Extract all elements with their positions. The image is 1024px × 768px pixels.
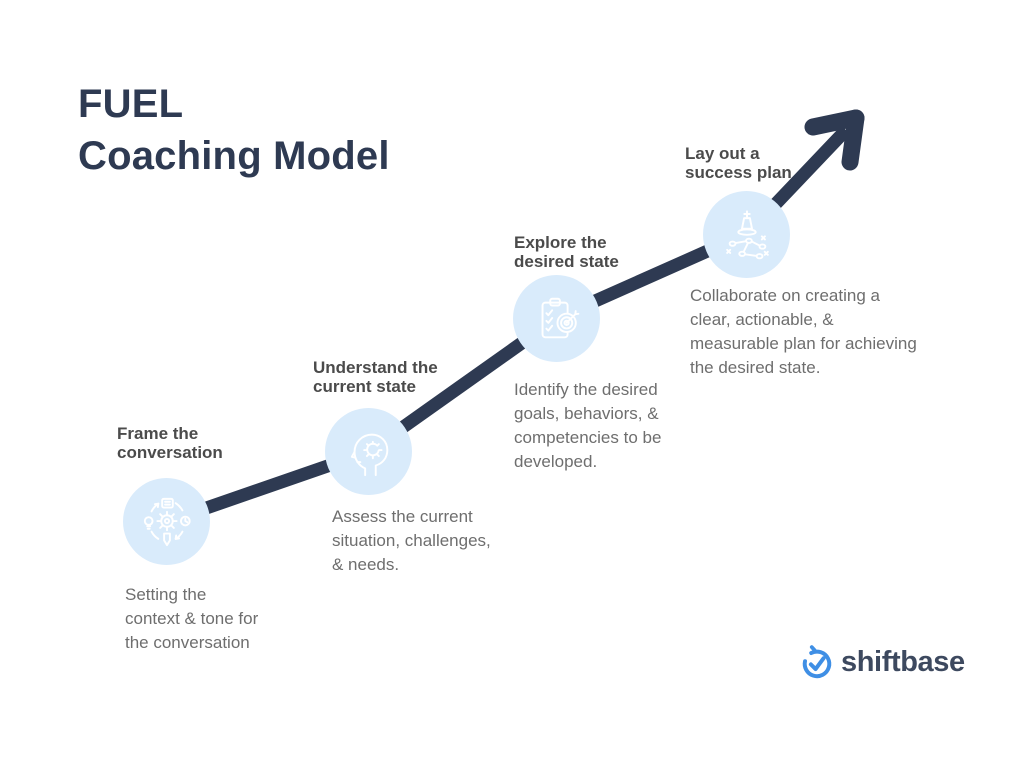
shiftbase-check-icon — [802, 645, 832, 679]
step-title: Understand the current state — [313, 358, 438, 396]
step-circle — [513, 275, 600, 362]
step-description: Collaborate on creating a clear, actiona… — [690, 286, 917, 377]
step-title: Lay out a success plan — [685, 144, 792, 182]
step-title: Frame the conversation — [117, 424, 223, 462]
step-description: Setting the context & tone for the conve… — [125, 585, 259, 652]
shiftbase-logo-text: shiftbase — [841, 645, 965, 678]
step-description: Identify the desired goals, behaviors, &… — [514, 380, 662, 471]
process-gear-icon — [143, 497, 191, 546]
step-title: Explore the desired state — [514, 233, 619, 271]
step-circle — [325, 408, 412, 495]
step-circle — [703, 191, 790, 278]
arrowhead-bottom-bar — [841, 109, 865, 171]
shiftbase-logo: shiftbase — [800, 644, 965, 680]
step-description: Assess the current situation, challenges… — [332, 507, 491, 574]
head-gear-icon — [350, 433, 388, 476]
step-circle — [123, 478, 210, 565]
strategy-chess-icon — [725, 209, 769, 259]
clipboard-target-icon — [541, 297, 579, 338]
page-title: FUEL Coaching Model — [78, 82, 390, 178]
arrowhead-left-bar — [804, 109, 865, 136]
